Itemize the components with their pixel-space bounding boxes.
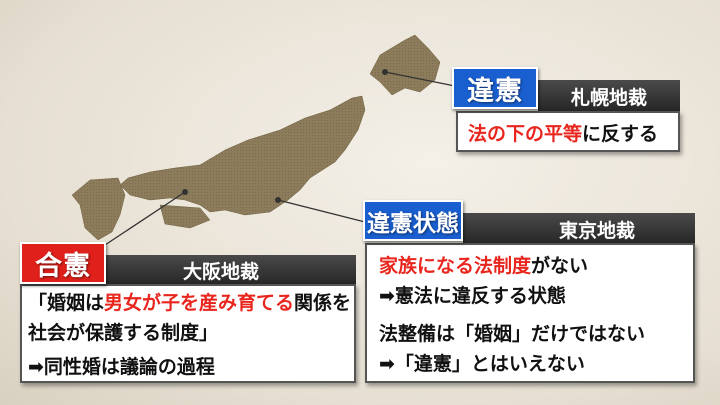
- hokkaido: [369, 34, 441, 96]
- summary-text: ➡同性婚は議論の過程: [28, 356, 215, 378]
- summary-box-sapporo: 法の下の平等に反する: [456, 111, 680, 152]
- summary-box-tokyo: 家族になる法制度がない ➡憲法に違反する状態 法整備は「婚姻」だけではない ➡「…: [365, 243, 695, 383]
- verdict-badge-osaka: 合憲: [20, 242, 106, 284]
- verdict-badge-tokyo: 違憲状態: [363, 200, 463, 241]
- kyushu: [71, 177, 126, 241]
- summary-text: 社会が保護する制度」: [28, 322, 219, 344]
- highlight-text: 法の下の平等: [468, 123, 583, 145]
- court-label-osaka: 大阪地裁: [106, 255, 356, 286]
- highlight-text: 家族になる法制度: [379, 255, 532, 277]
- summary-text: 法整備は「婚姻」だけではない: [379, 323, 646, 345]
- court-label-tokyo: 東京地裁: [463, 213, 695, 245]
- summary-box-osaka: 「婚姻は男女が子を産み育てる関係を 社会が保護する制度」 ➡同性婚は議論の過程: [20, 284, 356, 383]
- verdict-badge-sapporo: 違憲: [452, 67, 538, 109]
- shikoku: [159, 204, 211, 229]
- summary-text: 関係を: [294, 292, 352, 314]
- summary-text: ➡「違憲」とはいえない: [379, 353, 585, 375]
- highlight-text: 男女が子を産み育てる: [104, 292, 295, 314]
- summary-text: 「婚姻は: [28, 292, 105, 314]
- summary-text: がない: [531, 255, 589, 277]
- court-label-sapporo: 札幌地裁: [538, 80, 680, 112]
- honshu: [119, 95, 366, 216]
- summary-text: ➡憲法に違反する状態: [379, 285, 566, 307]
- summary-text: に反する: [582, 123, 659, 145]
